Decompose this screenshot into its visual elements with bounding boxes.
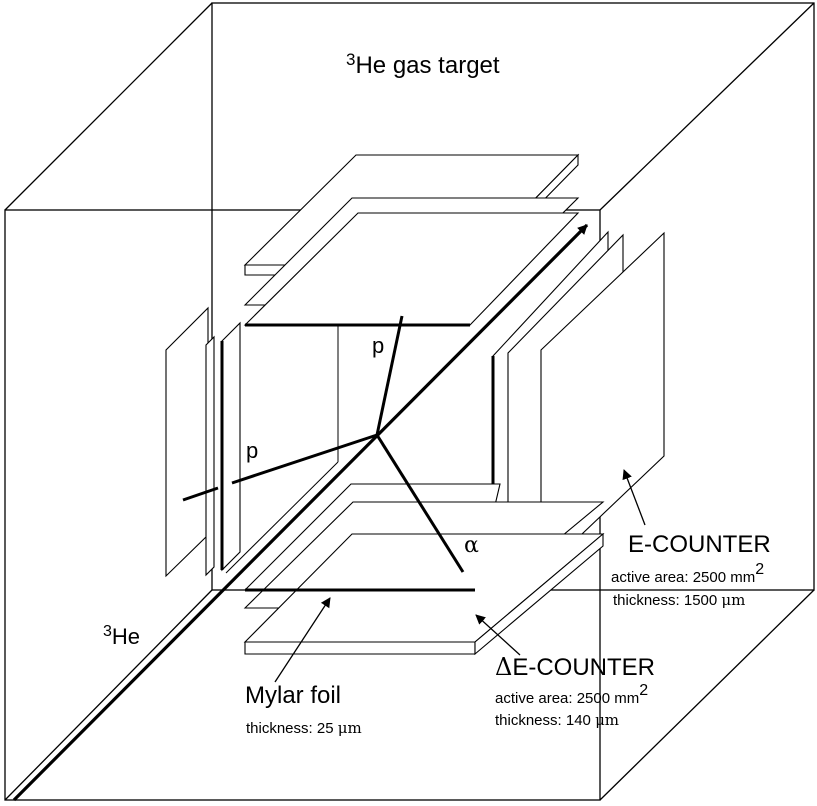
left-e-counter xyxy=(165,306,209,578)
left-detectors xyxy=(165,306,241,578)
track-proton-left-outer xyxy=(182,486,219,502)
label-3he-beam: 3He xyxy=(103,623,140,649)
label-proton-left: p xyxy=(246,438,258,463)
label-proton-upper: p xyxy=(372,333,384,358)
mylar-callout xyxy=(274,597,331,683)
gas-target-title: 3He gas target xyxy=(346,50,500,79)
e-counter-area: active area: 2500 mm2 xyxy=(611,561,764,586)
bottom-e-counter-side xyxy=(474,532,604,656)
e-counter-callout xyxy=(622,469,646,526)
callout-arrows xyxy=(274,469,646,683)
e-counter-name: E-COUNTER xyxy=(628,531,771,558)
top-detectors xyxy=(243,153,580,326)
e-counter-thickness: thickness: 1500 μm xyxy=(613,591,745,609)
de-counter-callout xyxy=(475,614,521,656)
mylar-name: Mylar foil xyxy=(245,682,341,709)
bottom-detectors xyxy=(243,483,605,656)
de-counter-name: ΔE-COUNTER xyxy=(495,653,655,681)
reaction-tracks xyxy=(182,315,465,573)
mylar-thickness: thickness: 25 μm xyxy=(246,719,362,737)
left-de-counter xyxy=(221,321,241,572)
track-alpha xyxy=(375,434,465,573)
left-mylar-foil xyxy=(205,335,215,577)
right-e-counter xyxy=(540,231,665,575)
track-proton-upper xyxy=(375,315,404,436)
track-proton-left xyxy=(231,433,378,485)
de-counter-area: active area: 2500 mm2 xyxy=(495,682,648,707)
3he-beam xyxy=(12,223,589,802)
label-alpha: α xyxy=(464,533,479,558)
bottom-e-counter-edge xyxy=(244,641,476,655)
de-counter-thickness: thickness: 140 μm xyxy=(495,711,619,729)
